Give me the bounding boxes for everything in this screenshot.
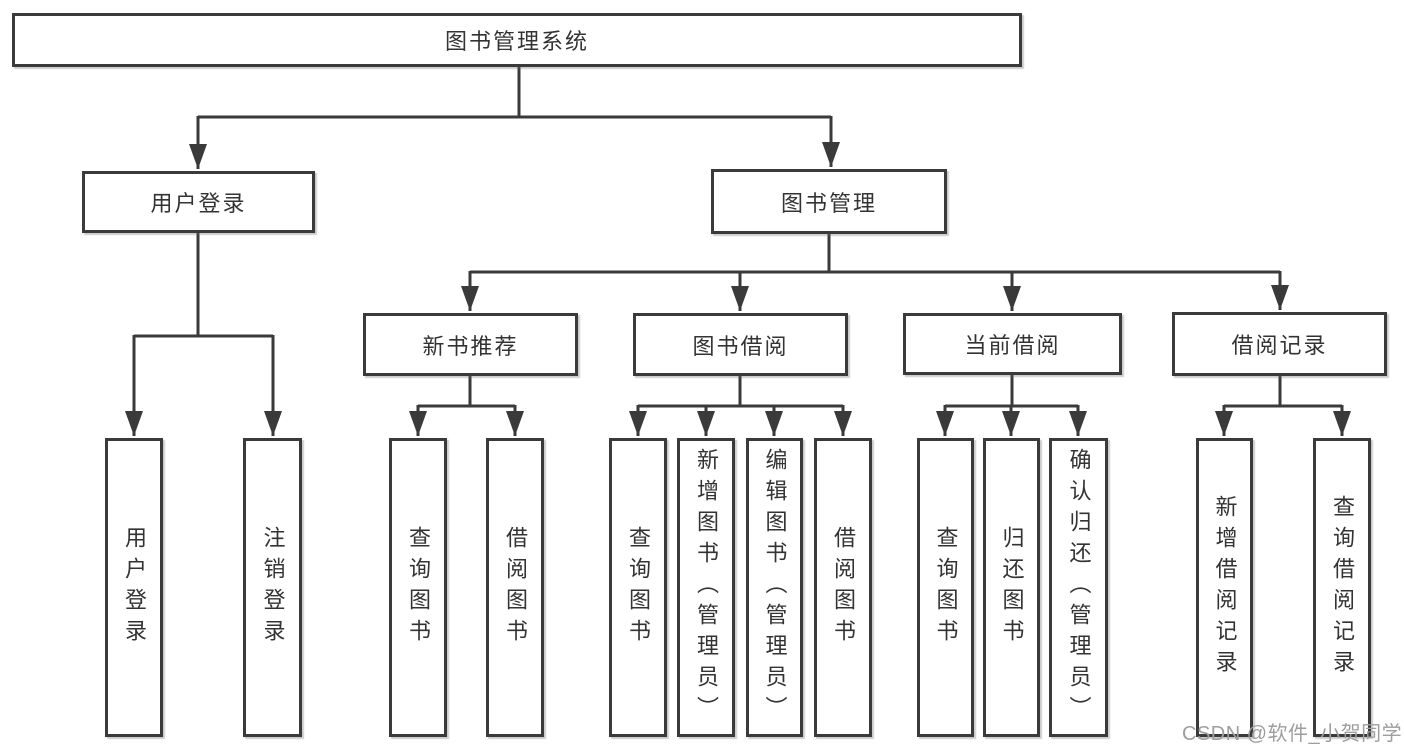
leaf-query-books-recommend: 查询图书 [389, 438, 447, 737]
edges-new-book-recommend [409, 376, 524, 436]
edges-book-management [461, 234, 1289, 311]
node-book-borrowing: 图书借阅 [633, 313, 848, 376]
leaf-add-book-admin: 新增图书（管理员） [677, 438, 735, 737]
node-root: 图书管理系统 [12, 13, 1022, 67]
csdn-watermark: CSDN @软件_小贺同学 [1182, 723, 1403, 745]
leaf-query-books-borrowing: 查询图书 [609, 438, 667, 737]
node-current-borrowing: 当前借阅 [903, 313, 1122, 375]
node-borrow-records: 借阅记录 [1172, 312, 1387, 376]
leaf-return-book: 归还图书 [983, 438, 1040, 737]
leaf-query-books-current: 查询图书 [917, 438, 974, 737]
leaf-add-borrow-record: 新增借阅记录 [1196, 438, 1253, 737]
node-new-book-recommend: 新书推荐 [363, 313, 578, 376]
edges-user-login [125, 233, 282, 436]
node-user-login: 用户登录 [82, 171, 315, 233]
leaf-borrow-books-recommend: 借阅图书 [486, 438, 544, 737]
edges-borrow-records [1215, 376, 1351, 436]
node-book-management: 图书管理 [711, 169, 947, 234]
leaf-confirm-return-admin: 确认归还（管理员） [1049, 438, 1108, 737]
leaf-user-login: 用户登录 [105, 438, 163, 737]
leaf-borrow-books-borrowing: 借阅图书 [814, 438, 872, 737]
edges-current-borrowing [936, 374, 1087, 436]
leaf-logout-login: 注销登录 [243, 438, 302, 737]
leaf-edit-book-admin: 编辑图书（管理员） [746, 438, 803, 737]
edges-book-borrowing [629, 376, 852, 436]
edges-root [189, 67, 840, 169]
leaf-query-borrow-record: 查询借阅记录 [1313, 438, 1371, 737]
